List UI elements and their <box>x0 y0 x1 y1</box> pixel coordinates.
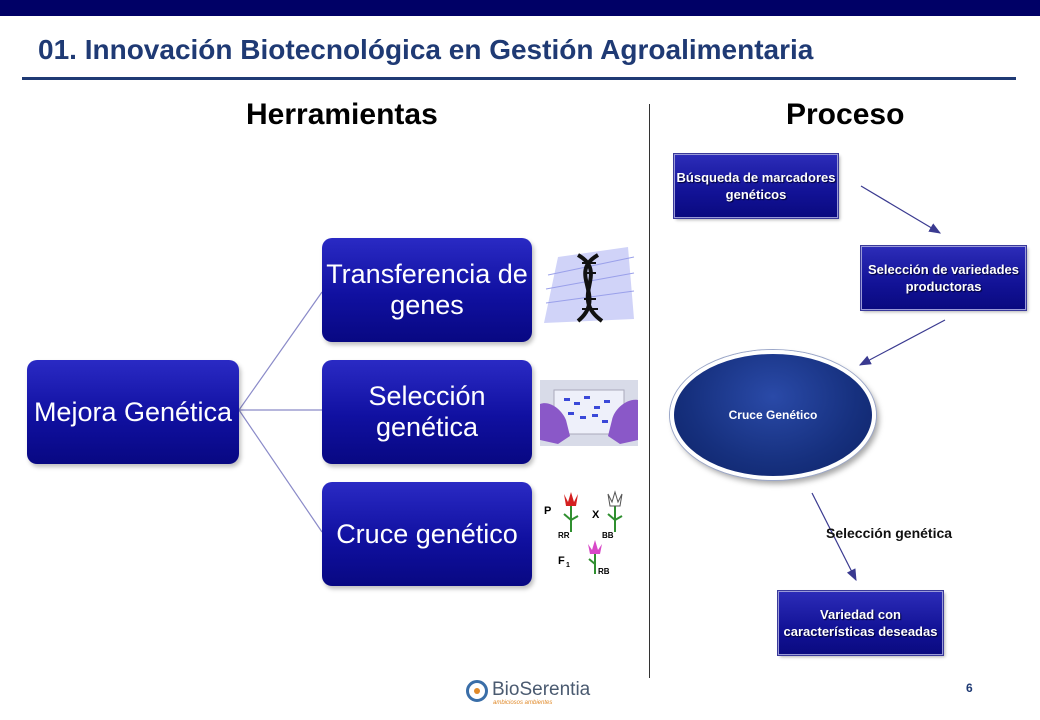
process-step-variedad-deseada: Variedad con características deseadas <box>777 590 944 656</box>
cross-label-p: P <box>544 505 551 517</box>
dna-gel-hands-icon <box>540 380 638 446</box>
logo-mark-icon <box>466 680 488 702</box>
process-step-seleccion-variedades: Selección de variedades productoras <box>860 245 1027 311</box>
heading-proceso: Proceso <box>786 98 905 131</box>
process-step-busqueda-marcadores: Búsqueda de marcadores genéticos <box>673 153 839 219</box>
arrow-step3-to-step4 <box>811 492 857 582</box>
arrow-step2-to-step3 <box>858 319 946 366</box>
page-number: 6 <box>966 681 973 695</box>
cross-label-x: X <box>592 509 600 521</box>
bioserentia-logo: BioSerentia ambiciosos ambientes <box>466 676 590 708</box>
tree-line-transferencia <box>238 291 323 411</box>
arrow-label-seleccion-genetica: Selección genética <box>826 525 953 541</box>
box-cruce-genetico: Cruce genético <box>322 482 532 586</box>
cross-label-f: F <box>558 555 565 567</box>
box-mejora-genetica: Mejora Genética <box>27 360 239 464</box>
logo-tagline: ambiciosos ambientes <box>493 700 553 706</box>
flower-cross-icon: P X RR BB F 1 RB <box>544 490 623 576</box>
process-step-cruce-genetico: Cruce Genético <box>670 350 876 480</box>
vertical-divider <box>649 104 650 678</box>
heading-herramientas: Herramientas <box>246 98 438 131</box>
top-bar <box>0 0 1040 16</box>
cross-label-rr: RR <box>558 531 570 540</box>
dna-icon <box>544 247 635 323</box>
tree-line-cruce <box>238 409 323 533</box>
cross-label-bb: BB <box>602 531 614 540</box>
logo-name: BioSerentia <box>492 679 591 700</box>
box-seleccion-genetica: Selección genética <box>322 360 532 464</box>
box-transferencia-genes: Transferencia de genes <box>322 238 532 342</box>
cross-label-rb: RB <box>598 567 610 576</box>
slide-title: 01. Innovación Biotecnológica en Gestión… <box>38 34 814 65</box>
arrow-step1-to-step2 <box>860 185 942 234</box>
cross-label-f-sub: 1 <box>566 562 570 569</box>
title-rule <box>22 77 1016 80</box>
